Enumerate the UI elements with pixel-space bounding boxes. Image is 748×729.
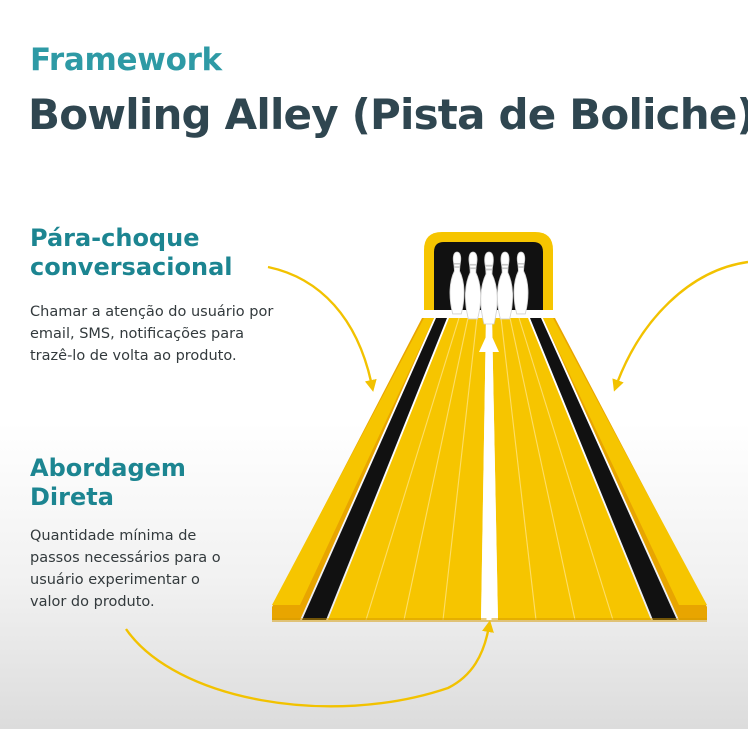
section-bumper-text-line-3: trazê-lo de volta ao produto. xyxy=(30,348,237,364)
pin-stripe xyxy=(485,268,493,271)
lane-right-bumper xyxy=(543,318,707,605)
framework-label: Framework xyxy=(30,42,222,78)
lane-left-bumper xyxy=(272,318,434,605)
bowling-pin-icon xyxy=(449,251,465,315)
section-direct-title-line-2: Direta xyxy=(30,483,114,511)
section-direct-title-line-1: Abordagem xyxy=(30,454,186,482)
section-direct-text: Quantidade mínima de passos necessários … xyxy=(30,525,221,613)
pin-stripe xyxy=(453,266,461,268)
pin-stripe xyxy=(501,267,509,270)
section-bumper-title-line-2: conversacional xyxy=(30,253,233,281)
pin-stripe xyxy=(501,263,509,266)
arrow-right-bumper-icon xyxy=(612,260,748,392)
section-bumper-text-line-1: Chamar a atenção do usuário por xyxy=(30,304,274,320)
pin-stripe xyxy=(469,263,477,266)
section-bumper-title: Pára-choque conversacional xyxy=(30,224,233,282)
pin-stripe xyxy=(469,267,477,270)
bowling-pin-icon xyxy=(497,251,513,320)
lane-boards xyxy=(365,317,614,621)
arrow-direct-icon xyxy=(125,620,494,708)
section-direct-text-line-1: Quantidade mínima de xyxy=(30,528,197,544)
bowling-pin-icon xyxy=(480,251,498,325)
pin-stripe xyxy=(517,263,525,265)
section-bumper-text: Chamar a atenção do usuário por email, S… xyxy=(30,301,273,367)
arrow-left-bumper-icon xyxy=(267,265,377,392)
section-direct-title: Abordagem Direta xyxy=(30,454,186,512)
pin-stripe xyxy=(453,263,461,265)
section-bumper-title-line-1: Pára-choque xyxy=(30,224,200,252)
gutter-right-icon xyxy=(530,318,677,620)
bowling-pins xyxy=(449,251,529,325)
page-title: Bowling Alley (Pista de Boliche) xyxy=(28,90,748,139)
center-arrow-icon xyxy=(479,330,499,620)
bowling-pin-icon xyxy=(513,251,529,315)
section-direct-text-line-4: valor do produto. xyxy=(30,594,155,610)
section-direct-text-line-3: usuário experimentar o xyxy=(30,572,200,588)
section-direct-text-line-2: passos necessários para o xyxy=(30,550,221,566)
lane-left-surface xyxy=(328,318,486,620)
bowling-pin-icon xyxy=(465,251,481,320)
gutter-left-icon xyxy=(302,318,447,620)
lane-right-surface xyxy=(492,318,651,620)
pin-stripe xyxy=(517,266,525,268)
section-bumper-text-line-2: email, SMS, notificações para xyxy=(30,326,244,342)
pin-stripe xyxy=(485,264,493,267)
